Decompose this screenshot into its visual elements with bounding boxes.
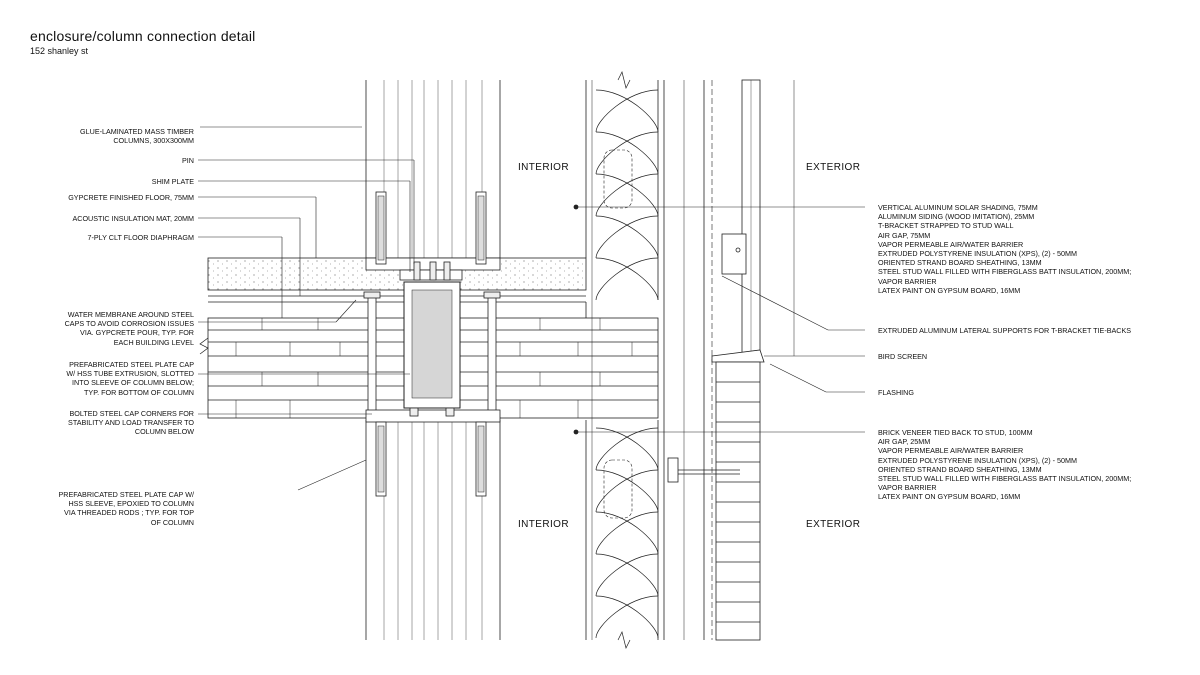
zone-exterior-top: EXTERIOR xyxy=(806,162,861,173)
label-line: ORIENTED STRAND BOARD SHEATHING, 13mm xyxy=(878,464,1042,474)
label-line: PREFABRICATED STEEL PLATE CAP xyxy=(69,360,194,369)
label-bolted-corners: BOLTED STEEL CAP CORNERS FOR STABILITY A… xyxy=(68,409,194,437)
page-subtitle: 152 shanley st xyxy=(30,46,89,56)
label-plate-cap-top: PREFABRICATED STEEL PLATE CAP w/ HSS SLE… xyxy=(58,490,194,527)
label-gypcrete-floor: GYPCRETE FINISHED FLOOR, 75mm xyxy=(68,193,194,202)
label-line: VAPOR PERMEABLE AIR/WATER BARRIER xyxy=(878,446,1024,456)
label-line: VAPOR BARRIER xyxy=(878,276,937,286)
label-line: VAPOR PERMEABLE AIR/WATER BARRIER xyxy=(878,239,1024,249)
label-acoustic-mat: ACOUSTIC INSULATION MAT, 20mm xyxy=(72,214,194,223)
zone-interior-top: INTERIOR xyxy=(518,162,569,173)
hss-tube xyxy=(403,281,461,409)
label-line: AIR GAP, 75mm xyxy=(878,230,931,240)
label-line: COLUMN BELOW xyxy=(134,427,194,437)
acoustic-mat xyxy=(208,295,586,303)
label-water-membrane: WATER MEMBRANE AROUND STEEL CAPS TO AVOI… xyxy=(65,310,194,347)
brick-veneer xyxy=(667,361,761,641)
steel-plate-cap-top xyxy=(365,191,501,271)
label-line: STEEL STUD WALL FILLED WITH FIBERGLASS B… xyxy=(878,474,1132,484)
label-line: STEEL STUD WALL FILLED WITH FIBERGLASS B… xyxy=(878,267,1132,277)
label-line: EXTRUDED POLYSTYRENE INSULATION (XPS), (… xyxy=(878,249,1078,259)
label-flashing: FLASHING xyxy=(878,388,914,397)
label-line: ALUMINUM SIDING (WOOD IMITATION), 25mm xyxy=(878,212,1035,222)
label-pin: PIN xyxy=(182,156,194,165)
page-title: enclosure/column connection detail xyxy=(30,28,256,44)
label-line: VERTICAL ALUMINUM SOLAR SHADING, 75mm xyxy=(878,203,1038,212)
label-plate-cap-bottom: PREFABRICATED STEEL PLATE CAP w/ HSS TUB… xyxy=(66,360,194,397)
label-shim-plate: SHIM PLATE xyxy=(151,177,194,186)
leader-dots xyxy=(573,204,579,435)
label-line: STABILITY AND LOAD TRANSFER TO xyxy=(68,418,194,428)
shim-plate-and-pin xyxy=(399,261,463,281)
zone-interior-bottom: INTERIOR xyxy=(518,519,569,530)
osb-and-xps xyxy=(663,80,713,640)
glulam-column-upper xyxy=(365,80,501,258)
label-lower-wall-assembly: BRICK VENEER TIED BACK TO STUD, 100mm AI… xyxy=(878,428,1131,502)
label-line: BOLTED STEEL CAP CORNERS FOR xyxy=(69,409,194,418)
label-line: AIR GAP, 25mm xyxy=(878,437,931,447)
label-line: INTO SLEEVE OF COLUMN BELOW; xyxy=(72,378,194,388)
aluminum-siding-and-shading xyxy=(711,79,795,363)
label-line: COLUMNS, 300X300mm xyxy=(113,136,194,146)
label-line: VIA THREADED RODS ; TYP. FOR TOP xyxy=(64,508,194,518)
label-line: T-BRACKET STRAPPED TO STUD WALL xyxy=(878,221,1014,231)
label-line: VAPOR BARRIER xyxy=(878,483,937,493)
break-marks xyxy=(617,70,631,650)
label-upper-wall-assembly: VERTICAL ALUMINUM SOLAR SHADING, 75mm AL… xyxy=(878,203,1131,295)
batt-insulation-lower xyxy=(595,420,659,640)
label-line: w/ HSS TUBE EXTRUSION, SLOTTED xyxy=(66,369,194,379)
label-line: LATEX PAINT ON GYPSUM BOARD, 16mm xyxy=(878,492,1021,502)
label-line: OF COLUMN xyxy=(150,517,194,527)
label-line: EACH BUILDING LEVEL xyxy=(113,337,194,347)
label-line: HSS SLEEVE, EPOXIED TO COLUMN xyxy=(68,499,194,509)
label-clt-diaphragm: 7-PLY CLT FLOOR DIAPHRAGM xyxy=(87,233,194,242)
zone-exterior-bottom: EXTERIOR xyxy=(806,519,861,530)
leader-lines xyxy=(198,126,865,491)
label-line: GLUE-LAMINATED MASS TIMBER xyxy=(80,127,194,136)
label-line: BRICK VENEER TIED BACK TO STUD, 100mm xyxy=(878,428,1033,437)
steel-plate-cap-bottom xyxy=(365,407,501,497)
label-line: CAPS TO AVOID CORROSION ISSUES xyxy=(64,319,194,329)
gypsum-board xyxy=(585,80,593,640)
label-bird-screen: BIRD SCREEN xyxy=(878,352,928,361)
label-line: WATER MEMBRANE AROUND STEEL xyxy=(67,310,194,319)
label-line: ORIENTED STRAND BOARD SHEATHING, 13mm xyxy=(878,258,1042,268)
glulam-column-lower xyxy=(365,420,501,640)
label-line: PREFABRICATED STEEL PLATE CAP w/ xyxy=(58,490,194,499)
label-line: TYP. FOR BOTTOM OF COLUMN xyxy=(84,387,194,397)
label-glulam-columns: GLUE-LAMINATED MASS TIMBER COLUMNS, 300X… xyxy=(80,127,194,145)
label-line: LATEX PAINT ON GYPSUM BOARD, 16mm xyxy=(878,285,1021,295)
label-line: EXTRUDED POLYSTYRENE INSULATION (XPS), (… xyxy=(878,455,1078,465)
label-line: VIA. GYPCRETE POUR, TYP. FOR xyxy=(80,328,194,338)
batt-insulation-upper xyxy=(595,80,659,301)
label-lateral-supports: EXTRUDED ALUMINUM LATERAL SUPPORTS FOR T… xyxy=(878,326,1132,335)
